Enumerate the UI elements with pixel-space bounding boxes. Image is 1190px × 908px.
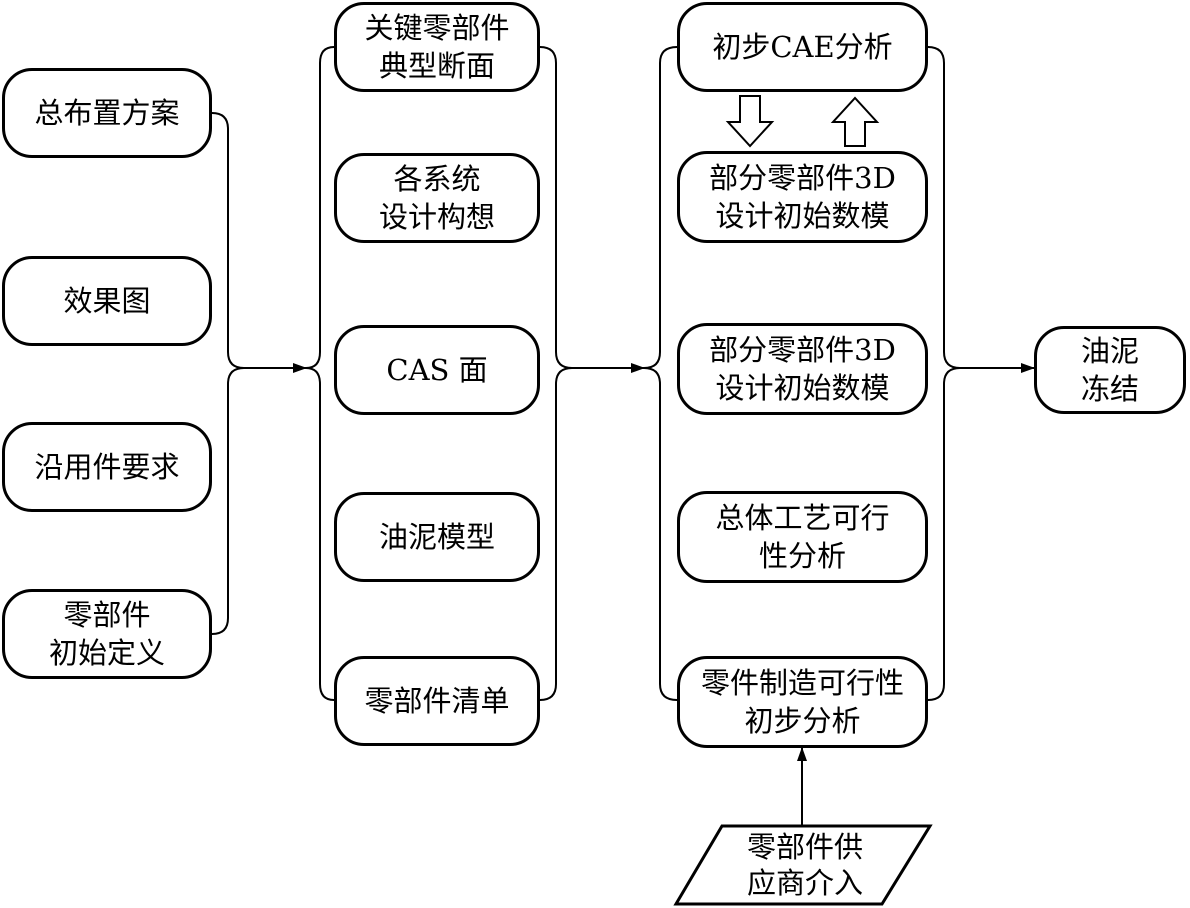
node-label: 油泥模型 — [378, 520, 495, 554]
node-label: 总体工艺可行 性分析 — [715, 501, 890, 573]
brace-column2-left — [305, 46, 335, 701]
node-key-parts-section: 关键零部件 典型断面 — [334, 2, 540, 92]
node-rendering: 效果图 — [2, 256, 212, 346]
node-label: 关键零部件 典型断面 — [364, 11, 510, 83]
up-block-arrow-icon — [830, 96, 880, 147]
node-parts-3d-initial-b: 部分零部件3D 设计初始数模 — [677, 323, 928, 415]
node-label: 各系统 设计构想 — [378, 162, 495, 234]
brace-column1 — [211, 112, 245, 635]
supplier-parallelogram — [673, 824, 933, 906]
brace-column3-left — [643, 46, 678, 701]
node-clay-model: 油泥模型 — [334, 492, 540, 582]
node-label: 部分零部件3D 设计初始数模 — [709, 333, 896, 405]
node-system-concept: 各系统 设计构想 — [334, 153, 540, 243]
node-label: 沿用件要求 — [34, 450, 180, 484]
node-manufacturing-feasibility: 零件制造可行性 初步分析 — [677, 656, 928, 748]
brace-column2-right — [539, 46, 573, 701]
node-label: 零部件清单 — [364, 684, 510, 718]
down-block-arrow-icon — [725, 95, 775, 148]
node-supplier-involvement: 零部件供 应商介入 — [676, 824, 934, 906]
node-label: 初步CAE分析 — [712, 30, 893, 64]
brace-column3-right — [927, 46, 961, 701]
node-overall-layout: 总布置方案 — [2, 68, 212, 158]
node-process-feasibility: 总体工艺可行 性分析 — [677, 491, 928, 583]
node-label: 总布置方案 — [34, 96, 180, 130]
node-label: 部分零部件3D 设计初始数模 — [709, 161, 896, 233]
node-carryover-parts: 沿用件要求 — [2, 422, 212, 512]
node-parts-initial-definition: 零部件 初始定义 — [2, 589, 212, 679]
node-label: CAS 面 — [386, 353, 488, 387]
node-parts-3d-initial-a: 部分零部件3D 设计初始数模 — [677, 151, 928, 243]
node-label: 零部件供 应商介入 — [746, 830, 863, 900]
node-cas-surface: CAS 面 — [334, 325, 540, 415]
node-label: 零部件 初始定义 — [48, 598, 165, 670]
node-label: 零件制造可行性 初步分析 — [700, 666, 904, 738]
node-label: 效果图 — [63, 284, 151, 318]
node-label: 油泥 冻结 — [1080, 334, 1139, 406]
node-initial-cae: 初步CAE分析 — [677, 2, 928, 92]
node-parts-list: 零部件清单 — [334, 656, 540, 746]
node-clay-freeze: 油泥 冻结 — [1034, 326, 1186, 414]
